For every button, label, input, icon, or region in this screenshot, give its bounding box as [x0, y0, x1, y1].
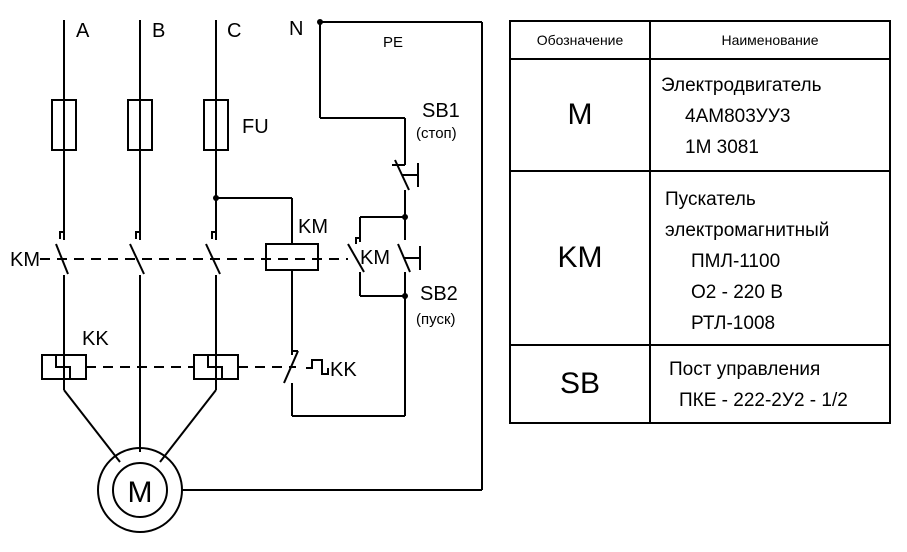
sb1-stop-button [392, 155, 419, 217]
fuse-c [203, 99, 229, 151]
wiring-schematic: A B C N PE FU KM KK [10, 18, 483, 533]
description-line: Пост управления [669, 359, 821, 380]
km-main-contact-a [59, 231, 64, 239]
phase-b-label: B [152, 20, 165, 42]
kk-control-contact [283, 350, 329, 384]
row-code: KM [509, 170, 651, 346]
phase-a-label: A [76, 20, 90, 42]
description-line: Пускатель [665, 189, 756, 210]
km-main-contact-b [135, 231, 140, 239]
row-code: M [509, 58, 651, 172]
description-line: 1М 3081 [685, 137, 759, 158]
sb2-label: SB2 [420, 283, 458, 305]
table-header-row: Обозначение Наименование [509, 20, 891, 60]
description-line: электромагнитный [665, 220, 830, 241]
overload-label: KK [82, 328, 109, 350]
fuse-label: FU [242, 116, 269, 138]
km-coil-label: KM [298, 216, 328, 238]
km-aux-label: KM [360, 247, 390, 269]
fuse-b [127, 99, 153, 151]
description-line: РТЛ-1008 [691, 313, 776, 334]
row-description: Пост управления ПКЕ - 222-2У2 - 1/2 [649, 344, 891, 424]
header-designation: Обозначение [509, 20, 651, 60]
phase-a-line [55, 20, 121, 463]
header-name: Наименование [649, 20, 891, 60]
pe-label: PE [383, 34, 403, 51]
neutral-label: N [289, 18, 303, 40]
table-row: KM Пускатель электромагнитный ПМЛ-1100 О… [509, 170, 891, 346]
table-row: SB Пост управления ПКЕ - 222-2У2 - 1/2 [509, 344, 891, 424]
component-legend-table: Обозначение Наименование M Электродвигат… [509, 20, 891, 424]
phase-c-label: C [227, 20, 241, 42]
km-main-contact-c [211, 231, 216, 239]
motor-label: M [128, 476, 153, 509]
sb1-label: SB1 [422, 100, 460, 122]
description-line: ПКЕ - 222-2У2 - 1/2 [679, 390, 848, 411]
km-main-label: KM [10, 249, 40, 271]
row-description: Электродвигатель 4АМ803УУ3 1М 3081 [649, 58, 891, 172]
row-description: Пускатель электромагнитный ПМЛ-1100 О2 -… [649, 170, 891, 346]
km-aux-contact-branch [347, 214, 408, 299]
description-line: О2 - 220 В [691, 282, 783, 303]
description-line: 4АМ803УУ3 [685, 106, 791, 127]
description-line: ПМЛ-1100 [691, 251, 781, 272]
row-code: SB [509, 344, 651, 424]
kk-contact-label: KK [330, 359, 357, 381]
phase-c-line [159, 20, 221, 463]
sb2-note: (пуск) [416, 311, 456, 328]
km-coil [265, 243, 319, 271]
description-line: Электродвигатель [661, 75, 822, 96]
sb2-start-button [397, 217, 421, 296]
phase-b-line [129, 20, 145, 452]
sb1-note: (стоп) [416, 125, 457, 142]
fuse-a [51, 99, 77, 151]
neutral-pe-line [182, 19, 483, 491]
table-row: M Электродвигатель 4АМ803УУ3 1М 3081 [509, 58, 891, 172]
